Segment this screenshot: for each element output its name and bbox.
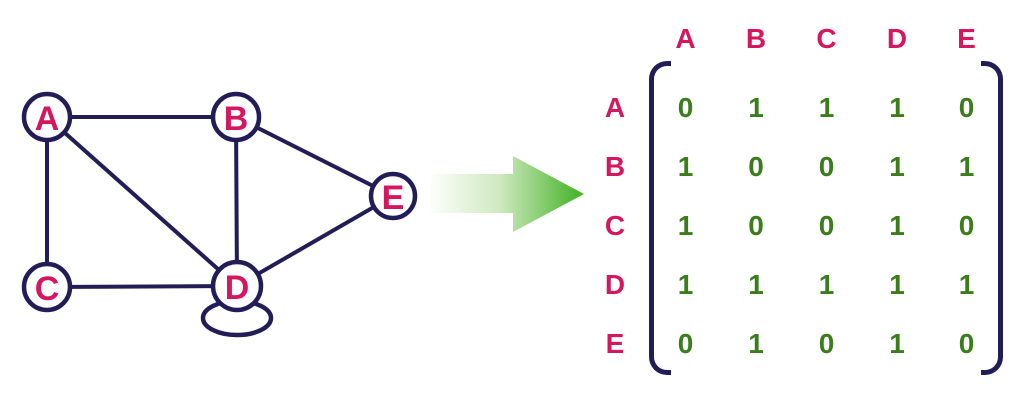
- edge-D-E: [236, 194, 394, 288]
- matrix-col-header-A: A: [675, 23, 696, 54]
- edge-C-D: [46, 284, 238, 289]
- node-A: A: [21, 91, 73, 143]
- matrix-cell-A-E: 0: [958, 91, 975, 123]
- matrix-cell-A-C: 1: [818, 91, 835, 123]
- matrix-cell-B-B: 0: [748, 150, 764, 182]
- matrix-cell-C-D: 1: [889, 209, 905, 241]
- matrix-cell-E-D: 1: [889, 327, 905, 359]
- matrix-cell-E-A: 0: [677, 327, 694, 359]
- right-arrow-icon: [430, 156, 584, 232]
- matrix-cell-D-D: 1: [889, 268, 905, 300]
- matrix-col-header-D: D: [886, 23, 908, 54]
- edge-B-D: [234, 116, 239, 287]
- matrix-left-bracket: [649, 61, 671, 375]
- matrix-corner: [580, 0, 650, 78]
- edge-A-D: [45, 115, 239, 288]
- matrix-cell-C-C: 0: [818, 209, 835, 241]
- node-C-label: C: [35, 270, 60, 308]
- node-E-label: E: [382, 179, 405, 217]
- matrix-cell-C-E: 0: [958, 209, 975, 241]
- node-D-circle: [210, 259, 264, 313]
- matrix-row-header-A: A: [604, 91, 626, 123]
- matrix-cell-D-A: 1: [677, 268, 694, 300]
- matrix-cell-C-A: 1: [677, 209, 694, 241]
- node-A-circle: [21, 91, 73, 143]
- matrix-grid: A B C D E A 0 1 1 1 0 B 1 0 0 1 1 C 1 0 …: [580, 0, 1001, 373]
- matrix-cell-A-B: 1: [748, 91, 764, 123]
- node-D-label: D: [225, 269, 250, 307]
- matrix-row-header-D: D: [604, 268, 626, 300]
- matrix-row-header-B: B: [604, 150, 626, 182]
- matrix-col-header-E: E: [957, 23, 976, 54]
- matrix-cell-B-D: 1: [889, 150, 905, 182]
- node-E-circle: [368, 171, 418, 221]
- node-C-circle: [21, 261, 73, 313]
- matrix-cell-D-E: 1: [958, 268, 975, 300]
- matrix-cell-B-C: 0: [818, 150, 835, 182]
- matrix-row-header-E: E: [605, 327, 625, 359]
- node-C: C: [21, 261, 73, 313]
- matrix-col-header-C: C: [816, 23, 837, 54]
- node-B-circle: [210, 91, 262, 143]
- node-D: D: [210, 259, 264, 313]
- matrix-right-bracket: [981, 61, 1003, 375]
- graph-edges: [45, 115, 394, 338]
- graph-nodes: A B C D E: [21, 91, 418, 313]
- matrix-col-header-B: B: [745, 23, 767, 54]
- matrix-cell-A-A: 0: [677, 91, 694, 123]
- matrix-cell-B-A: 1: [677, 150, 694, 182]
- node-E: E: [368, 171, 418, 221]
- matrix-cell-D-B: 1: [748, 268, 764, 300]
- matrix-cell-C-B: 0: [748, 209, 764, 241]
- node-B-label: B: [224, 100, 249, 138]
- matrix-cell-E-C: 0: [818, 327, 835, 359]
- matrix-cell-E-E: 0: [958, 327, 975, 359]
- matrix-cell-A-D: 1: [889, 91, 905, 123]
- node-B: B: [210, 91, 262, 143]
- matrix-cell-D-C: 1: [818, 268, 835, 300]
- node-A-label: A: [35, 100, 60, 138]
- matrix-row-header-C: C: [604, 209, 626, 241]
- matrix-cell-E-B: 1: [748, 327, 764, 359]
- matrix-cell-B-E: 1: [958, 150, 975, 182]
- edge-B-E: [235, 115, 394, 198]
